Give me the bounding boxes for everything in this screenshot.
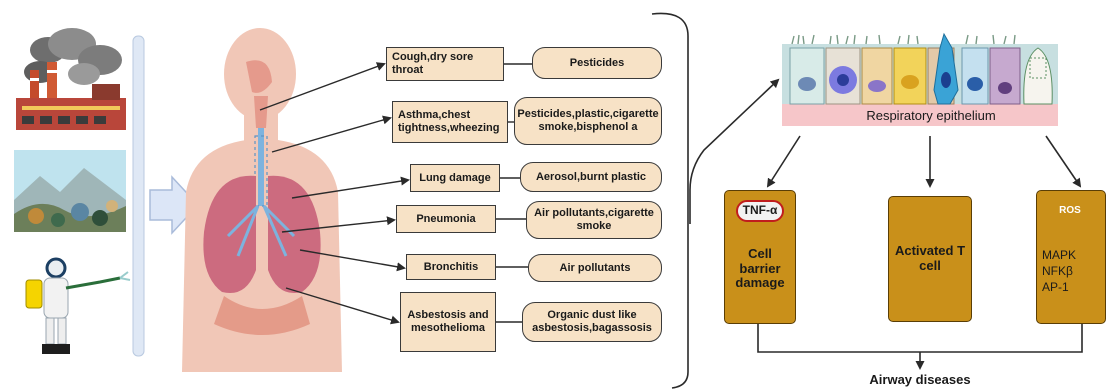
- left-panel-divider: [133, 36, 144, 356]
- ros-badge-label: ROS: [1052, 202, 1088, 220]
- disease-box-asbestosis: Asbestosis and mesothelioma: [400, 292, 496, 352]
- tnf-badge: TNF-α: [736, 200, 784, 222]
- human-respiratory-illustration: [182, 28, 342, 372]
- pesticide-sprayer-icon: [26, 259, 130, 354]
- outcome-bracket: [758, 324, 1082, 352]
- ros-effect-ap1: AP-1: [1042, 280, 1069, 294]
- disease-box-lung-damage: Lung damage: [410, 164, 500, 192]
- cause-box-pesticides: Pesticides: [532, 47, 662, 79]
- cause-box-aerosol: Aerosol,burnt plastic: [520, 162, 662, 192]
- epithelium-label: Respiratory epithelium: [836, 108, 1026, 123]
- cause-box-air-cigarette: Air pollutants,cigarette smoke: [526, 201, 662, 239]
- disease-box-pneumonia: Pneumonia: [396, 205, 496, 233]
- cause-box-asthma-causes: Pesticides,plastic,cigarette smoke,bisph…: [514, 97, 662, 145]
- tnf-effect-label: Cell barrier damage: [726, 238, 794, 300]
- ros-effect-mapk: MAPK: [1042, 248, 1076, 262]
- landfill-waste-icon: [14, 150, 126, 232]
- disease-box-asthma: Asthma,chest tightness,wheezing: [392, 101, 508, 143]
- outcome-label: Airway diseases: [860, 372, 980, 387]
- epithelium-down-arrows: [768, 136, 1080, 186]
- ros-effect-nfkb: NFKβ: [1042, 264, 1073, 278]
- disease-box-bronchitis: Bronchitis: [406, 254, 496, 280]
- disease-box-cough: Cough,dry sore throat: [386, 47, 504, 81]
- mechanism-box-tcell: Activated T cell: [888, 196, 972, 322]
- factory-pollution-icon: [16, 28, 126, 130]
- cause-box-organic-dust: Organic dust like asbestosis,bagassosis: [522, 302, 662, 342]
- cause-box-air-pollutants: Air pollutants: [528, 254, 662, 282]
